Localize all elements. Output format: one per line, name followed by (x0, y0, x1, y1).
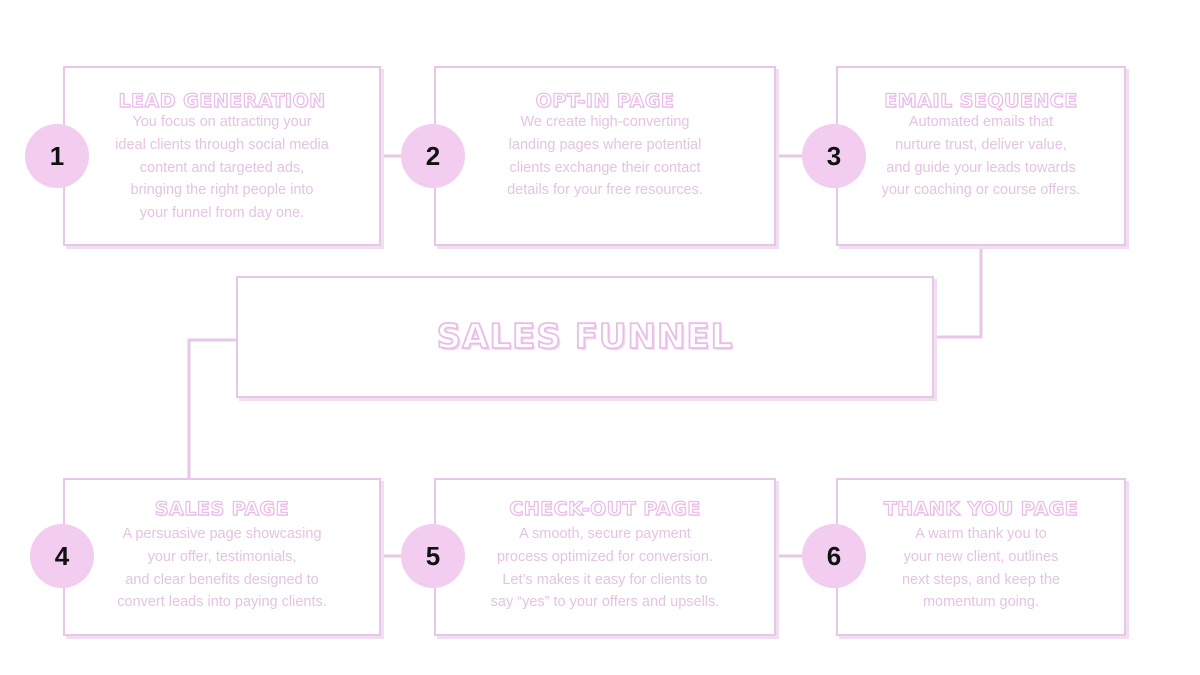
step-box-check-out-page: CHECK-OUT PAGE A smooth, secure payment … (434, 478, 776, 636)
step-description: A warm thank you to your new client, out… (901, 526, 1060, 611)
step-title: LEAD GENERATION (118, 89, 326, 112)
step-box-sales-page: SALES PAGE A persuasive page showcasing … (63, 478, 381, 636)
step-number-badge: 2 (401, 124, 465, 188)
step-description: Automated emails that nurture trust, del… (881, 114, 1081, 199)
step-description: A smooth, secure payment process optimiz… (490, 526, 720, 611)
step-title: CHECK-OUT PAGE (509, 497, 701, 520)
step-description: A persuasive page showcasing your offer,… (117, 526, 327, 611)
step-box-email-sequence: EMAIL SEQUENCE Automated emails that nur… (836, 66, 1126, 246)
connector-3-center (934, 245, 983, 339)
step-title: EMAIL SEQUENCE (884, 89, 1078, 112)
step-number-badge: 1 (25, 124, 89, 188)
step-number-badge: 6 (802, 524, 866, 588)
connector-center-4 (187, 338, 236, 478)
step-title: SALES PAGE (154, 497, 290, 520)
step-number-badge: 4 (30, 524, 94, 588)
step-box-thank-you-page: THANK YOU PAGE A warm thank you to your … (836, 478, 1126, 636)
step-number-badge: 3 (802, 124, 866, 188)
step-number-badge: 5 (401, 524, 465, 588)
sales-funnel-center-box: SALES FUNNEL (236, 276, 934, 398)
step-box-lead-generation: LEAD GENERATION You focus on attracting … (63, 66, 381, 246)
step-description: We create high-converting landing pages … (507, 114, 703, 199)
step-title: THANK YOU PAGE (883, 497, 1079, 520)
step-description: You focus on attracting your ideal clien… (115, 114, 329, 222)
step-box-opt-in-page: OPT-IN PAGE We create high-converting la… (434, 66, 776, 246)
step-title: OPT-IN PAGE (535, 89, 675, 112)
diagram-title: SALES FUNNEL (436, 316, 734, 358)
